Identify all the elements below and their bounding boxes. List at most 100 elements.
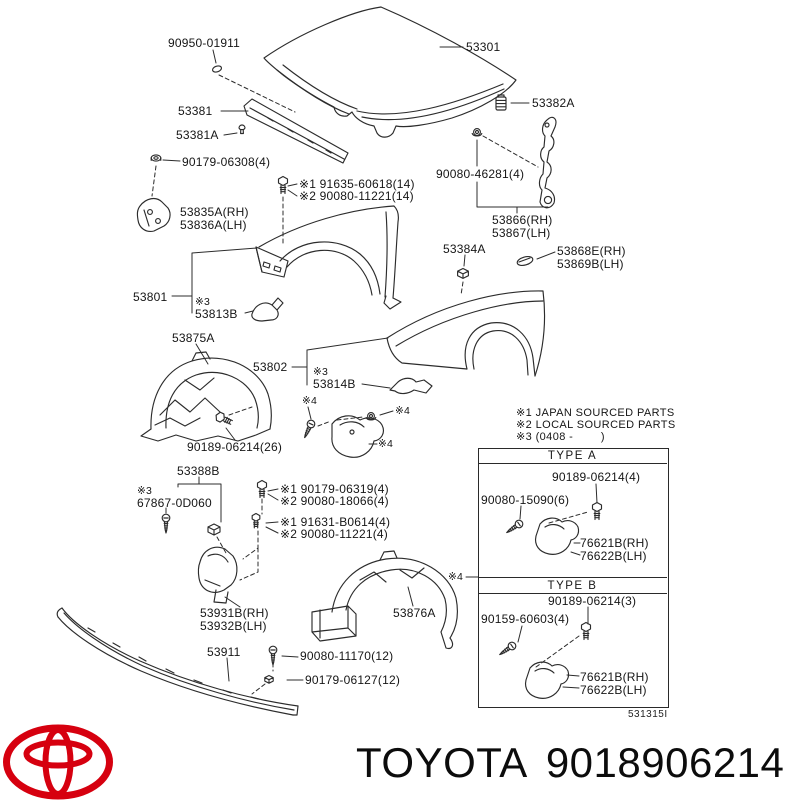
- bracket-53931b-drawing: [198, 547, 237, 603]
- label-hinge-lh: 53836A(LH): [180, 218, 247, 232]
- footer-title: TOYOTA 9018906214: [356, 741, 784, 785]
- label-bolt-91635: ※1 91635-60618(14): [299, 177, 415, 191]
- label-type-b-bolt: 90189-06214(3): [548, 594, 637, 608]
- label-support-lh: 53867(LH): [492, 226, 551, 240]
- label-ref4-flap: ※4: [378, 438, 394, 450]
- label-bracket-53814b: 53814B: [313, 377, 356, 391]
- label-ref3-b: ※3: [313, 366, 329, 378]
- label-screw-67867: 67867-0D060: [137, 496, 212, 510]
- label-bracket-lh: 53932B(LH): [200, 619, 267, 633]
- type-b-title: TYPE B: [547, 579, 598, 592]
- legend-note-1: ※1 JAPAN SOURCED PARTS: [516, 407, 675, 419]
- label-screw-90080-11170: 90080-11170(12): [300, 649, 394, 663]
- type-a-header: TYPE A: [478, 448, 667, 464]
- label-support-rh: 53866(RH): [492, 213, 553, 227]
- label-ref4-screw: ※4: [302, 395, 318, 407]
- label-type-b-guard-lh: 76622B(LH): [580, 683, 647, 697]
- bracket-53813b-drawing: [252, 298, 283, 321]
- label-hood: 53301: [466, 40, 501, 54]
- label-bracket-53813b: 53813B: [195, 307, 238, 321]
- pad-53868e-drawing: [516, 255, 534, 267]
- type-table-box: [478, 448, 669, 708]
- label-molding: 53381: [178, 104, 213, 118]
- footer-brand: TOYOTA: [356, 739, 528, 786]
- label-type-a-guard-rh: 76621B(RH): [580, 536, 649, 550]
- label-ref3-a: ※3: [195, 296, 211, 308]
- hood-molding-drawing: [244, 99, 348, 163]
- nut-90179-06308-icon: [150, 154, 162, 162]
- label-fender-lh: 53802: [253, 360, 288, 374]
- type-a-title: TYPE A: [547, 449, 598, 462]
- label-ref3-c: ※3: [137, 485, 153, 497]
- label-type-b-screw: 90159-60603(4): [481, 612, 570, 626]
- label-clip-53381a: 53381A: [176, 128, 219, 142]
- label-valance: 53911: [207, 645, 241, 659]
- clip-90950-drawing: [212, 65, 222, 73]
- fender-lh-53802-drawing: [387, 291, 544, 376]
- clip-90179-06127-icon: [264, 675, 274, 684]
- bolt-90179-06319-icon: [256, 479, 268, 499]
- label-type-b-guard-rh: 76621B(RH): [580, 670, 649, 684]
- label-bracket-rh: 53931B(RH): [200, 606, 269, 620]
- label-liner-rear: 53876A: [393, 606, 436, 620]
- fender-liner-53875a-drawing: [141, 352, 271, 441]
- fender-liner-53876a-drawing: [312, 551, 457, 648]
- screw-67867-icon: [161, 513, 171, 534]
- logo-vertical-ellipse: [46, 730, 71, 794]
- logo-outer-ellipse: [7, 728, 110, 796]
- label-ref4-box: ※4: [448, 571, 464, 583]
- label-bolt-90080-11221-14: ※2 90080-11221(14): [299, 189, 414, 203]
- bolt-91635-icon: [277, 175, 289, 195]
- hood-panel-drawing: [264, 7, 516, 137]
- mud-flap-grommet-icon: [365, 412, 377, 421]
- toyota-logo: [2, 723, 114, 800]
- bolt-91631-icon: [251, 512, 261, 529]
- label-brace-53388b: 53388B: [177, 464, 220, 478]
- cube-clip-53388b-icon: [207, 523, 221, 536]
- label-type-a-guard-lh: 76622B(LH): [580, 549, 647, 563]
- label-nut-90080-18066: ※2 90080-18066(4): [280, 494, 389, 508]
- bolt-90080-46281-icon: [471, 128, 483, 137]
- label-nut-90179-06319: ※1 90179-06319(4): [280, 482, 389, 496]
- fender-rh-53801-drawing: [256, 206, 401, 309]
- label-liner-front: 53875A: [172, 331, 215, 345]
- label-clip-90179-06127: 90179-06127(12): [305, 673, 401, 687]
- type-b-mud-guard-drawing: [526, 662, 569, 698]
- label-bolt-91631: ※1 91631-B0614(4): [280, 515, 391, 529]
- mud-flap-drawing: [332, 416, 384, 458]
- front-valance-53911-drawing: [57, 608, 298, 715]
- label-bolt-90080-46281: 90080-46281(4): [436, 167, 525, 181]
- hood-hinge-53835a-drawing: [137, 199, 170, 232]
- screw-90080-11170-icon: [268, 645, 278, 666]
- label-bolt-90080-11221-4: ※2 90080-11221(4): [280, 527, 388, 541]
- label-fender-rh: 53801: [133, 290, 168, 304]
- bracket-53814b-drawing: [390, 378, 432, 393]
- leader-lines: [163, 47, 597, 688]
- label-type-a-screw: 90080-15090(6): [481, 493, 570, 507]
- label-clip-53384a: 53384A: [443, 242, 486, 256]
- assembly-dashed-lines: [152, 75, 588, 694]
- legend-note-2: ※2 LOCAL SOURCED PARTS: [516, 419, 676, 431]
- label-pad-lh: 53869B(LH): [557, 257, 624, 271]
- label-nut-90179-06308: 90179-06308(4): [182, 155, 271, 169]
- label-spring-53382a: 53382A: [532, 96, 575, 110]
- spring-nut-53382a-icon: [495, 94, 507, 111]
- legend-note-3: ※3 (0408 - ): [516, 431, 605, 443]
- hood-support-53866-drawing: [539, 117, 555, 207]
- footer-part-number: 9018906214: [545, 739, 785, 786]
- label-bolt-90189-06214-26: 90189-06214(26): [187, 440, 283, 454]
- bolt-90189-06214-icon: [213, 410, 234, 428]
- label-type-a-bolt: 90189-06214(4): [552, 470, 641, 484]
- clip-53381a-icon: [238, 124, 246, 135]
- type-b-header: TYPE B: [478, 577, 667, 594]
- logo-crossbar-ellipse: [27, 743, 90, 766]
- type-a-mud-guard-drawing: [536, 518, 579, 554]
- label-pad-rh: 53868E(RH): [557, 244, 626, 258]
- figure-code: 531315I: [628, 709, 668, 720]
- clip-53384a-icon: [457, 267, 469, 279]
- label-ref4-grommet: ※4: [395, 405, 411, 417]
- label-clip-90950: 90950-01911: [168, 36, 241, 50]
- mud-flap-screw-icon: [300, 418, 317, 440]
